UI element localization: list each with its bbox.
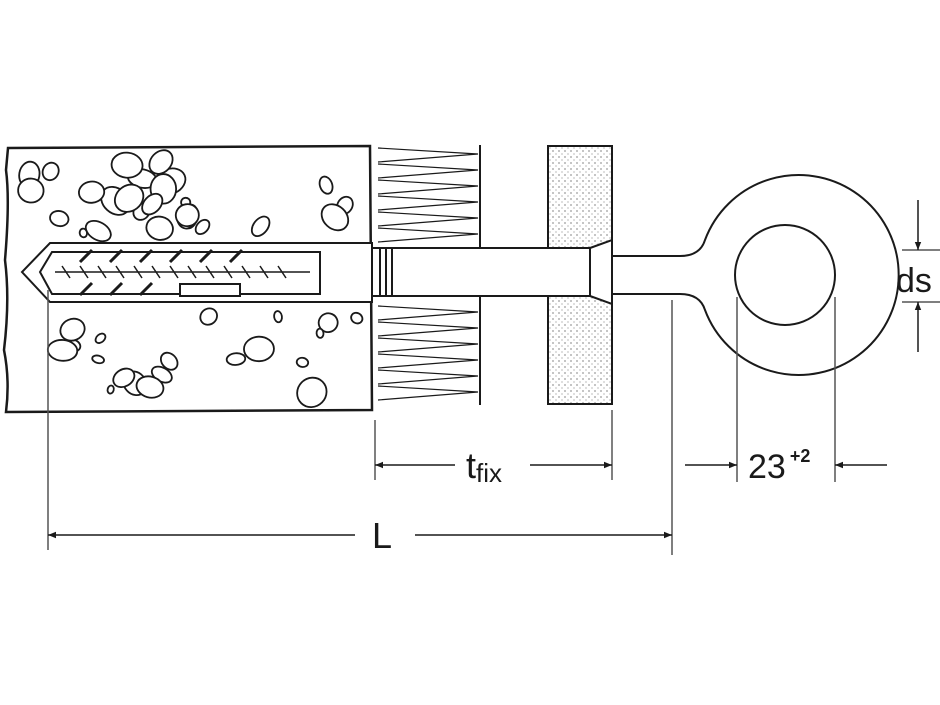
dimension-length xyxy=(47,290,673,555)
pebble xyxy=(199,307,218,326)
insulation-fiber xyxy=(377,147,479,163)
insulation-fiber xyxy=(377,179,479,195)
pebble xyxy=(78,227,88,239)
pebble xyxy=(320,203,350,232)
insulation-fiber xyxy=(377,227,479,243)
diameter-label: ds xyxy=(896,262,932,300)
pebble xyxy=(145,215,174,241)
dowel-plug xyxy=(20,242,373,303)
pebble xyxy=(106,384,115,395)
pebble xyxy=(295,356,310,368)
pebble xyxy=(135,375,165,399)
pebble xyxy=(91,354,105,365)
pebble xyxy=(49,210,70,228)
pebble xyxy=(317,312,339,333)
dimension-tfix xyxy=(374,410,613,480)
pebble xyxy=(174,203,200,228)
pebble xyxy=(159,351,179,371)
pebble xyxy=(225,352,247,366)
pebble xyxy=(350,311,364,325)
insulation-fiber xyxy=(377,337,479,353)
insulation-fiber xyxy=(377,305,479,321)
dimension-ring-width xyxy=(685,297,887,482)
pebble xyxy=(113,183,145,213)
eye-bolt xyxy=(371,174,900,376)
pebble xyxy=(250,215,271,238)
insulation-fiber xyxy=(377,385,479,401)
pebble xyxy=(94,332,107,344)
pebble xyxy=(273,310,283,324)
dimension-diameter xyxy=(902,200,940,352)
pebble xyxy=(112,367,136,389)
pebble xyxy=(84,219,112,243)
ring-width-label: 23+2 xyxy=(748,446,810,486)
insulation-fiber xyxy=(377,353,479,369)
pebble xyxy=(296,376,328,409)
pebble xyxy=(141,192,164,216)
pebble xyxy=(78,180,106,204)
eye-ring-hole xyxy=(734,224,836,326)
pebble xyxy=(17,177,45,204)
pebble xyxy=(243,335,275,363)
insulation-fiber xyxy=(377,211,479,227)
pebble xyxy=(318,175,334,195)
concrete-aggregate xyxy=(17,149,364,409)
pebble xyxy=(110,151,144,179)
length-label: L xyxy=(372,515,392,556)
insulation-fiber xyxy=(377,163,479,179)
pebble xyxy=(41,161,60,182)
tfix-label: tfix xyxy=(466,445,502,488)
pebble xyxy=(59,317,86,342)
insulation-fiber xyxy=(377,369,479,385)
insulation-fiber xyxy=(377,195,479,211)
insulation-fiber xyxy=(377,321,479,337)
pebble xyxy=(148,149,174,175)
pebble xyxy=(315,327,325,339)
pebble xyxy=(194,218,211,236)
